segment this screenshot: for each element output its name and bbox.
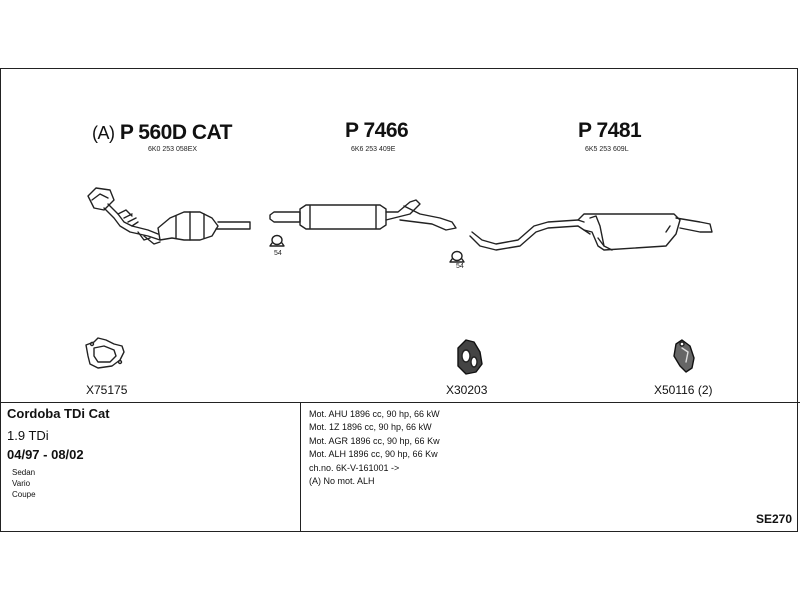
engine-spec-line: Mot. AGR 1896 cc, 90 hp, 66 Kw (309, 435, 440, 446)
clamp-icon (449, 250, 465, 263)
divider-vertical (300, 402, 301, 532)
vehicle-engine: 1.9 TDi (7, 428, 49, 443)
engine-spec-line: Mot. AHU 1896 cc, 90 hp, 66 kW (309, 409, 440, 419)
body-type: Sedan (12, 468, 36, 477)
fitting-label-hanger: X30203 (446, 383, 488, 397)
vehicle-years: 04/97 - 08/02 (7, 447, 84, 462)
rubber-hanger-icon (457, 339, 483, 375)
clamp-label-1: 54 (274, 250, 282, 257)
diagram-frame (0, 68, 798, 532)
oe-number-rear-silencer: 6K5 253 609L (585, 146, 629, 153)
rear-silencer-icon (469, 213, 713, 251)
oe-number-catalyst: 6K0 253 058EX (148, 146, 198, 153)
fitting-label-gasket: X75175 (86, 383, 128, 397)
body-types-list: Sedan Vario Coupe (12, 467, 36, 500)
middle-silencer-icon (269, 199, 457, 231)
catalytic-converter-icon (87, 187, 251, 245)
engine-spec-line: Mot. ALH 1896 cc, 90 hp, 66 Kw (309, 449, 438, 460)
oe-number-middle-silencer: 6K6 253 409E (351, 146, 396, 153)
engine-spec-line: Mot. 1Z 1896 cc, 90 hp, 66 kW (309, 422, 432, 433)
part-code-middle-silencer: P 7466 (345, 119, 409, 142)
fitting-label-bracket: X50116 (2) (654, 383, 713, 397)
body-type: Vario (12, 479, 31, 488)
engine-spec-line: ch.no. 6K-V-161001 -> (309, 462, 400, 473)
part-code-catalyst: (A) P 560D CAT (92, 121, 232, 144)
clamp-label-2: 54 (456, 263, 464, 270)
divider-horizontal (0, 402, 800, 403)
gasket-icon (85, 337, 125, 369)
vehicle-model: Cordoba TDi Cat (7, 406, 110, 421)
part-code-rear-silencer: P 7481 (578, 119, 642, 142)
reference-code: SE270 (755, 512, 792, 526)
mounting-bracket-icon (673, 339, 695, 373)
engine-spec-list: Mot. AHU 1896 cc, 90 hp, 66 kW Mot. 1Z 1… (309, 408, 440, 488)
clamp-icon (269, 234, 285, 247)
body-type: Coupe (12, 490, 36, 499)
engine-spec-line: (A) No mot. ALH (309, 476, 375, 487)
